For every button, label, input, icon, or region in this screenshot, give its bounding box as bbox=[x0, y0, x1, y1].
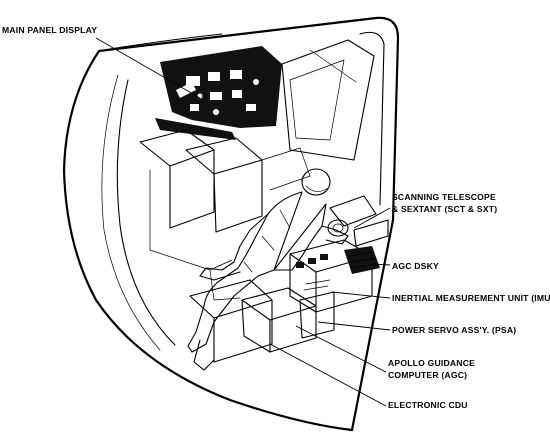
label-agc-line2: COMPUTER (AGC) bbox=[388, 370, 467, 380]
panel-gauge bbox=[208, 72, 220, 81]
panel-gauge bbox=[246, 104, 256, 111]
label-main-panel-display: MAIN PANEL DISPLAY bbox=[2, 25, 97, 35]
panel-gauge bbox=[230, 70, 242, 79]
callout-labels: MAIN PANEL DISPLAY SCANNING TELESCOPE & … bbox=[2, 25, 550, 410]
label-cdu: ELECTRONIC CDU bbox=[388, 400, 468, 410]
label-sct-sxt-line2: & SEXTANT (SCT & SXT) bbox=[392, 204, 497, 214]
panel-gauge bbox=[190, 104, 199, 111]
leader-lines bbox=[95, 37, 391, 407]
panel-gauge bbox=[186, 76, 200, 86]
window-panels bbox=[281, 39, 375, 161]
panel-gauge bbox=[210, 92, 222, 100]
leader-cdu bbox=[269, 343, 387, 407]
panel-gauge bbox=[232, 90, 242, 98]
crew-couch-structure bbox=[139, 129, 311, 363]
astronaut-figure bbox=[187, 168, 349, 371]
agc-dsky-keyboard bbox=[344, 246, 380, 274]
label-agc-dsky: AGC DSKY bbox=[392, 261, 439, 271]
leader-sct-sxt bbox=[353, 207, 391, 229]
label-psa: POWER SERVO ASS'Y. (PSA) bbox=[392, 325, 516, 335]
label-sct-sxt-line1: SCANNING TELESCOPE bbox=[392, 192, 496, 202]
main-display-console bbox=[155, 46, 282, 140]
leader-main-panel-display bbox=[95, 37, 201, 99]
leader-agc-dsky bbox=[371, 263, 391, 266]
leader-psa bbox=[317, 321, 391, 331]
sct-sxt-assembly bbox=[327, 195, 389, 247]
label-agc-line1: APOLLO GUIDANCE bbox=[388, 358, 475, 368]
leader-agc bbox=[295, 325, 387, 373]
helmet bbox=[301, 168, 331, 196]
label-imu: INERTIAL MEASUREMENT UNIT (IMU) bbox=[392, 293, 550, 303]
capsule-shell bbox=[62, 16, 400, 432]
leader-imu bbox=[331, 291, 391, 299]
